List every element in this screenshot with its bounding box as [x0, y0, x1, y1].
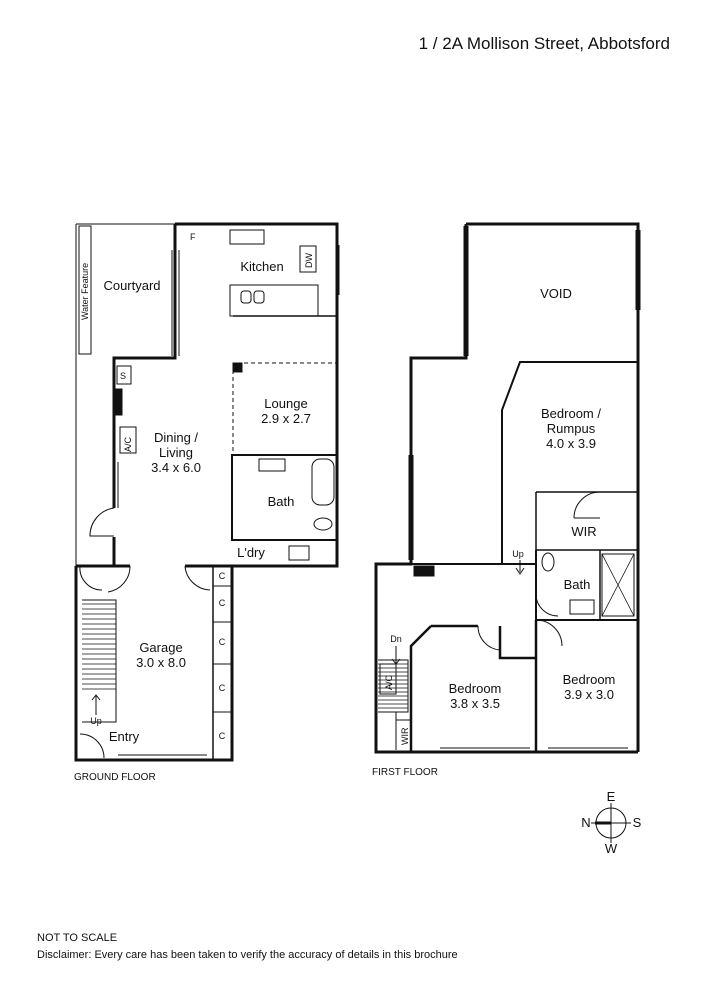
cupboard-label-2: C: [219, 598, 226, 608]
first-floor-plan: [374, 222, 641, 754]
room-label-rumpus-2: Rumpus: [547, 421, 596, 436]
cupboard-label-3: C: [219, 637, 226, 647]
fridge-label: F: [190, 232, 196, 242]
room-label-bedroom-2: Bedroom: [449, 681, 502, 696]
room-label-bath-ground: Bath: [268, 494, 295, 509]
room-dims-garage: 3.0 x 8.0: [136, 655, 186, 670]
room-label-kitchen: Kitchen: [240, 259, 283, 274]
room-dims-bedroom-3: 3.9 x 3.0: [564, 687, 614, 702]
stairs-up-label-ground: Up: [90, 716, 102, 726]
room-label-bedroom-3: Bedroom: [563, 672, 616, 687]
room-label-wir-first: WIR: [571, 524, 596, 539]
stairs-up-label-first: Up: [512, 549, 524, 559]
room-label-garage: Garage: [139, 640, 182, 655]
room-label-void: VOID: [540, 286, 572, 301]
compass-east: E: [607, 789, 616, 804]
room-dims-lounge: 2.9 x 2.7: [261, 411, 311, 426]
room-label-wir-bedroom-2: WIR: [400, 727, 410, 745]
room-label-laundry: L'dry: [237, 545, 265, 560]
room-label-entry: Entry: [109, 729, 140, 744]
dishwasher-label: DW: [304, 253, 314, 268]
compass-icon: [591, 803, 631, 843]
ac-label-ground: A/C: [123, 436, 133, 452]
compass-south: S: [633, 815, 642, 830]
room-dims-bedroom-2: 3.8 x 3.5: [450, 696, 500, 711]
ground-floor-plan: [74, 222, 340, 762]
room-label-lounge: Lounge: [264, 396, 307, 411]
ac-label-first: A/C: [384, 674, 394, 690]
not-to-scale-note: NOT TO SCALE: [37, 932, 118, 944]
stairs-down-label: Dn: [390, 634, 402, 644]
ground-floor-label: GROUND FLOOR: [74, 772, 156, 783]
cupboard-label-1: C: [219, 571, 226, 581]
room-label-dining-2: Living: [159, 445, 193, 460]
first-floor-label: FIRST FLOOR: [372, 767, 438, 778]
compass-north: N: [581, 815, 590, 830]
room-dims-dining: 3.4 x 6.0: [151, 460, 201, 475]
compass-west: W: [605, 841, 618, 856]
room-dims-rumpus: 4.0 x 3.9: [546, 436, 596, 451]
room-label-courtyard: Courtyard: [103, 278, 160, 293]
cupboard-label-4: C: [219, 683, 226, 693]
room-label-bath-first: Bath: [564, 577, 591, 592]
disclaimer-text: Disclaimer: Every care has been taken to…: [37, 949, 458, 961]
room-label-water-feature: Water Feature: [80, 263, 90, 320]
property-address: 1 / 2A Mollison Street, Abbotsford: [418, 34, 670, 53]
room-label-dining-1: Dining /: [154, 430, 198, 445]
room-label-rumpus-1: Bedroom /: [541, 406, 601, 421]
cupboard-label-5: C: [219, 731, 226, 741]
storage-label: S: [120, 371, 126, 381]
